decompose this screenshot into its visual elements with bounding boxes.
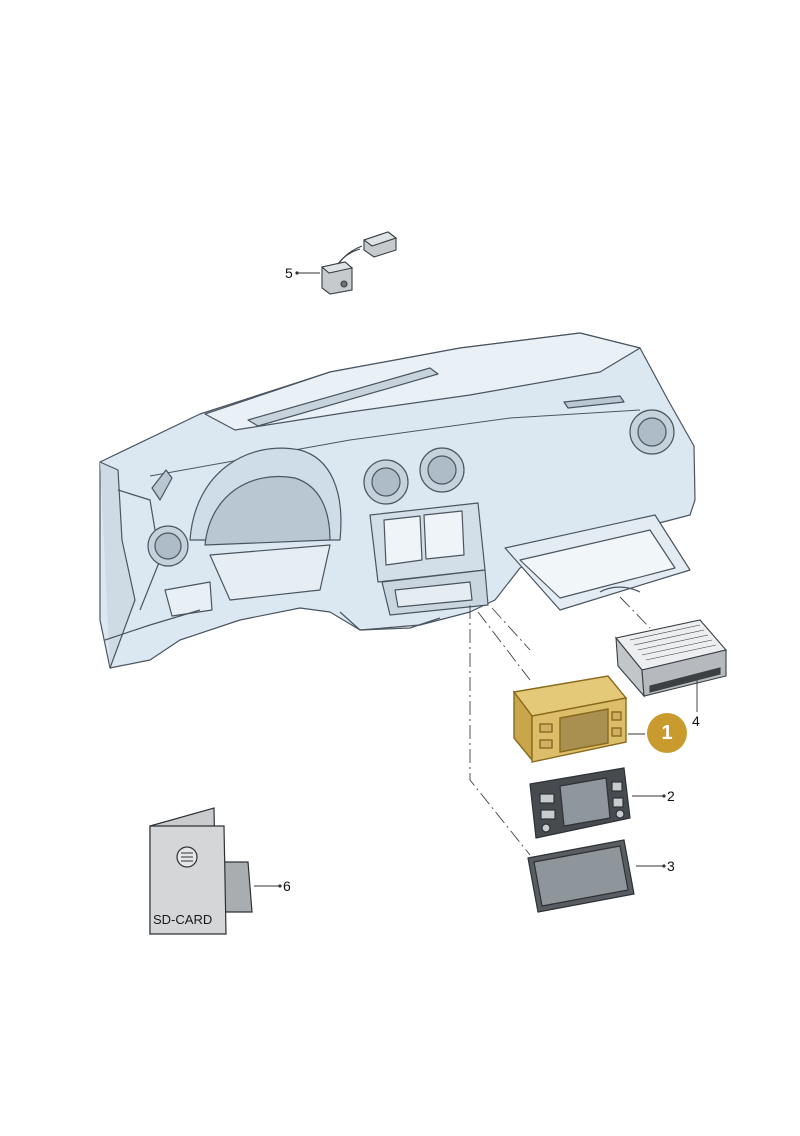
leader-dot-3 <box>662 864 666 868</box>
callout-1: 1 <box>661 721 673 744</box>
leader-line-radio <box>477 611 531 681</box>
leader-dot-5 <box>295 271 299 275</box>
callout-4[interactable]: 4 <box>692 713 700 729</box>
callout-1-badge[interactable]: 1 <box>647 713 687 753</box>
leader-dot-6 <box>278 884 282 888</box>
sd-card-label: SD-CARD <box>153 912 212 927</box>
leader-line-screen <box>469 605 531 856</box>
part-1-radio-unit[interactable] <box>512 675 628 763</box>
callout-5[interactable]: 5 <box>285 265 293 281</box>
part-2-front-panel[interactable] <box>529 767 631 839</box>
callout-2[interactable]: 2 <box>667 788 675 804</box>
part-6-sd-card[interactable]: SD-CARD <box>149 807 253 935</box>
callout-6[interactable]: 6 <box>283 878 291 894</box>
part-3-display[interactable] <box>527 839 635 913</box>
part-5-connector[interactable] <box>320 231 398 295</box>
leader-line-unit-4 <box>619 596 651 629</box>
dashboard-illustration <box>99 332 696 669</box>
leader-lines <box>469 596 651 856</box>
callout-3[interactable]: 3 <box>667 858 675 874</box>
leader-line-module <box>491 607 531 651</box>
leader-dot-2 <box>662 794 666 798</box>
part-4-media-unit[interactable] <box>615 619 728 698</box>
